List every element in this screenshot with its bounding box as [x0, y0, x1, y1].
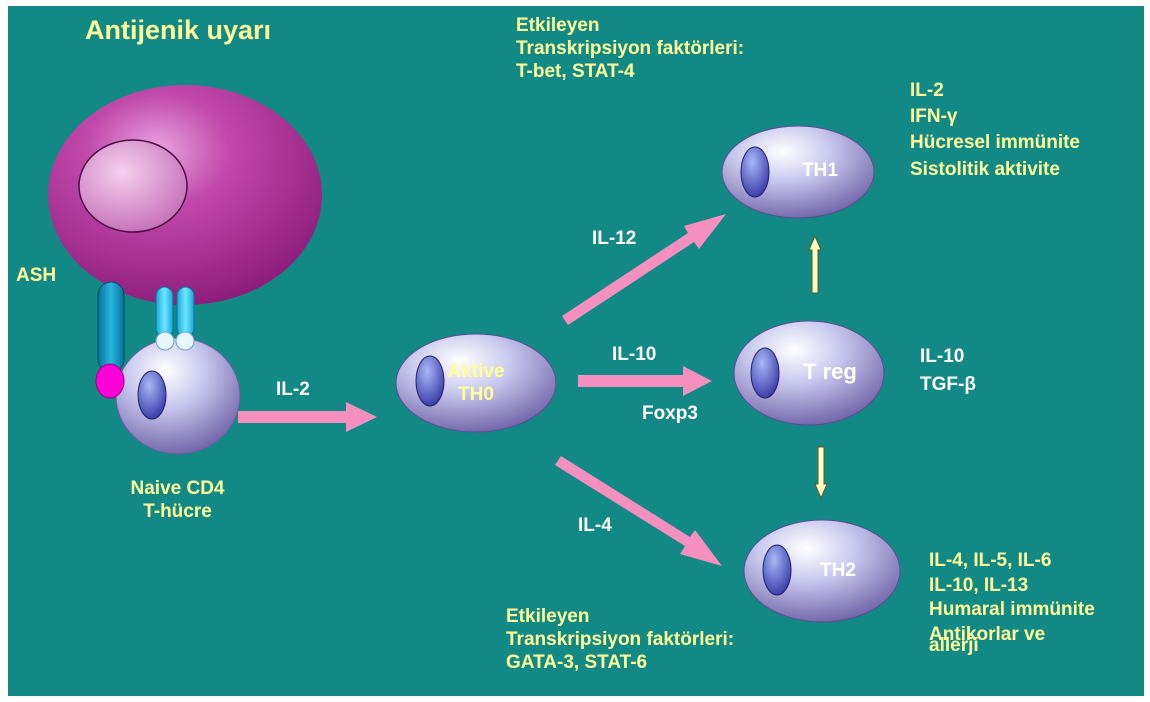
naive-cell-label-line2: T-hücre	[143, 500, 212, 522]
treg-output: TGF-β	[920, 373, 976, 395]
bottom-factors-line1: Etkileyen	[506, 606, 590, 627]
naive-cell-label: Naive CD4 T-hücre	[110, 478, 245, 524]
th0-cell	[395, 333, 557, 433]
bottom-transcription-factors: Etkileyen Transkripsiyon faktörleri: GAT…	[506, 606, 734, 674]
th0-label-line1: Aktive	[447, 361, 505, 382]
arrow-treg-to-th2	[814, 446, 828, 500]
costimulatory-molecule	[95, 363, 125, 399]
treg-label: T reg	[803, 359, 857, 384]
th2-output: Antikorlar ve	[929, 624, 1046, 646]
foxp3-label: Foxp3	[642, 403, 698, 424]
th2-outputs: IL-4, IL-5, IL-6 IL-10, IL-13 Humaral im…	[929, 549, 1095, 658]
th2-cell	[743, 519, 901, 623]
treg-outputs: IL-10 TGF-β	[920, 343, 976, 398]
th1-nucleus	[740, 146, 770, 198]
th1-output: Sistolitik aktivite	[910, 158, 1060, 180]
top-factors-line3: T-bet, STAT-4	[516, 60, 635, 82]
th1-cell	[721, 125, 875, 219]
tcr-receptor	[155, 286, 195, 351]
th1-output: Hücresel immünite	[910, 132, 1080, 154]
naive-cell-label-line1: Naive CD4	[130, 478, 225, 499]
th0-label: Aktive TH0	[436, 361, 516, 407]
arrow-treg-to-th1	[808, 234, 822, 294]
arrow-th0-to-th1	[562, 214, 726, 325]
top-factors-line1: Etkileyen	[516, 15, 600, 36]
arrow-naive-to-th0	[238, 402, 377, 432]
treg-nucleus	[750, 347, 780, 399]
naive-cd4-cell	[115, 337, 241, 455]
th1-outputs: IL-2 IFN-γ Hücresel immünite Sistolitik …	[910, 78, 1080, 183]
diagram-title: Antijenik uyarı	[85, 15, 272, 45]
arrow-th0-to-th2	[555, 456, 722, 566]
top-factors-line2: Transkripsiyon faktörleri:	[516, 37, 745, 59]
th1-label: TH1	[802, 160, 838, 181]
th2-output: IL-10, IL-13	[929, 574, 1029, 596]
th1-output: IFN-γ	[910, 106, 958, 128]
th2-nucleus	[762, 544, 792, 596]
il4-arrow-label: IL-4	[578, 515, 612, 536]
bottom-factors-line2: Transkripsiyon faktörleri:	[506, 628, 735, 650]
il12-arrow-label: IL-12	[592, 228, 637, 249]
th0-nucleus	[415, 355, 445, 407]
il2-arrow-label: IL-2	[276, 379, 310, 400]
th2-output: Humaral immünite	[929, 599, 1095, 621]
th2-output: allerji	[929, 634, 979, 656]
th2-output: IL-4, IL-5, IL-6	[929, 550, 1052, 571]
naive-cell-nucleus	[137, 370, 167, 420]
apc-cell	[48, 85, 322, 305]
th2-label: TH2	[820, 560, 856, 581]
arrow-th0-to-treg	[578, 366, 712, 396]
mhc-receptor	[95, 281, 125, 399]
apc-nucleus	[78, 139, 188, 233]
il10-arrow-label: IL-10	[612, 344, 657, 365]
th0-label-line2: TH0	[458, 383, 494, 405]
apc-label: ASH	[16, 265, 57, 286]
treg-output: IL-10	[920, 346, 965, 367]
th1-output: IL-2	[910, 80, 944, 101]
bottom-factors-line3: GATA-3, STAT-6	[506, 651, 648, 673]
treg-cell	[733, 320, 885, 426]
top-transcription-factors: Etkileyen Transkripsiyon faktörleri: T-b…	[516, 15, 744, 83]
